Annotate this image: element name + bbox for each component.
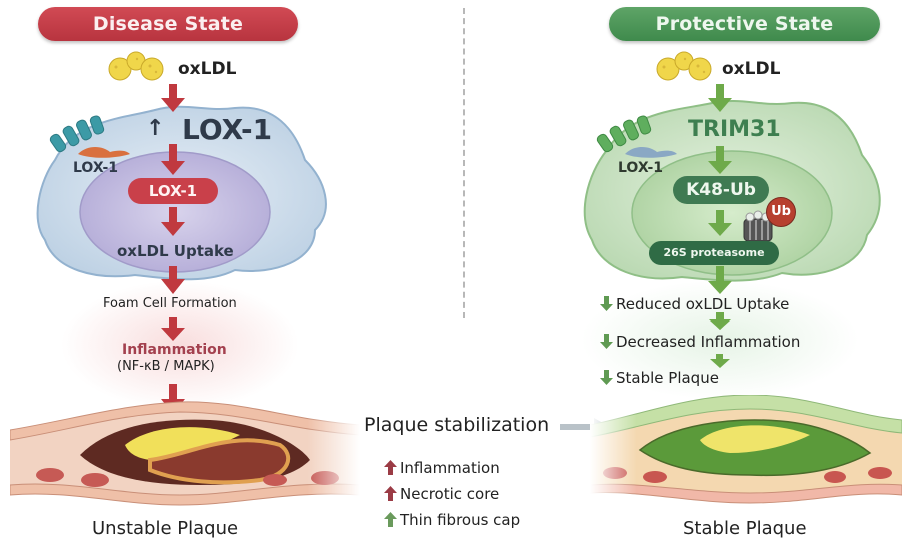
outcome-stable-plaque: Stable Plaque (600, 369, 719, 387)
upregulation-arrow-icon: ↑ (146, 116, 165, 141)
lox1-receptor-icon (49, 115, 130, 158)
inflammation-label: Inflammation (122, 342, 227, 358)
outcome-arrows (710, 316, 730, 368)
protective-glow (580, 280, 860, 400)
panel-divider (463, 8, 465, 318)
ubiquitin-badge: Ub (766, 197, 796, 227)
legend-item-necrotic-core: Necrotic core (384, 485, 499, 503)
unstable-plaque-label: Unstable Plaque (92, 518, 239, 539)
outcome-text: Reduced oxLDL Uptake (616, 295, 790, 313)
lox1-upregulated-label: LOX-1 (182, 113, 273, 146)
down-arrow-icon (600, 334, 613, 349)
disease-state-header: Disease State (38, 7, 298, 41)
protective-oxldl-label: oxLDL (722, 59, 781, 79)
down-arrow-icon (600, 296, 613, 311)
legend-item-thin-fibrous-cap: Thin fibrous cap (384, 511, 520, 529)
down-arrow-icon (600, 370, 613, 385)
disease-oxldl-label: oxLDL (178, 59, 237, 79)
oxldl-particles-icon (656, 51, 712, 81)
up-arrow-icon (384, 486, 397, 501)
outcome-text: Stable Plaque (616, 369, 719, 387)
lox1-receptor-label: LOX-1 (618, 160, 664, 176)
unstable-plaque-illustration (10, 400, 360, 510)
outcome-reduced-uptake: Reduced oxLDL Uptake (600, 295, 789, 313)
up-arrow-icon (384, 512, 397, 527)
pathways-label: (NF-κB / MAPK) (117, 359, 215, 374)
stable-plaque-label: Stable Plaque (683, 518, 807, 539)
oxldl-uptake-label: oxLDL Uptake (117, 242, 234, 260)
outcome-decreased-inflammation: Decreased Inflammation (600, 333, 800, 351)
oxldl-particles-icon (108, 51, 164, 81)
disease-glow (60, 280, 300, 410)
legend-text: Inflammation (400, 459, 500, 477)
legend-text: Necrotic core (400, 485, 500, 503)
lox1-receptor-icon (596, 115, 677, 158)
trim31-label: TRIM31 (688, 117, 781, 142)
lox1-pill: LOX-1 (128, 178, 218, 204)
outcome-text: Decreased Inflammation (616, 333, 801, 351)
plaque-stabilization-label: Plaque stabilization (364, 414, 550, 436)
k48-ub-pill: K48-Ub (673, 176, 769, 204)
foam-cell-label: Foam Cell Formation (103, 296, 237, 311)
up-arrow-icon (384, 460, 397, 475)
lox1-receptor-label: LOX-1 (73, 160, 119, 176)
legend-item-inflammation: Inflammation (384, 459, 500, 477)
protective-state-header: Protective State (609, 7, 880, 41)
legend-text: Thin fibrous cap (400, 511, 521, 529)
proteasome-pill: 26S proteasome (649, 241, 779, 265)
stable-plaque-illustration (590, 395, 902, 505)
